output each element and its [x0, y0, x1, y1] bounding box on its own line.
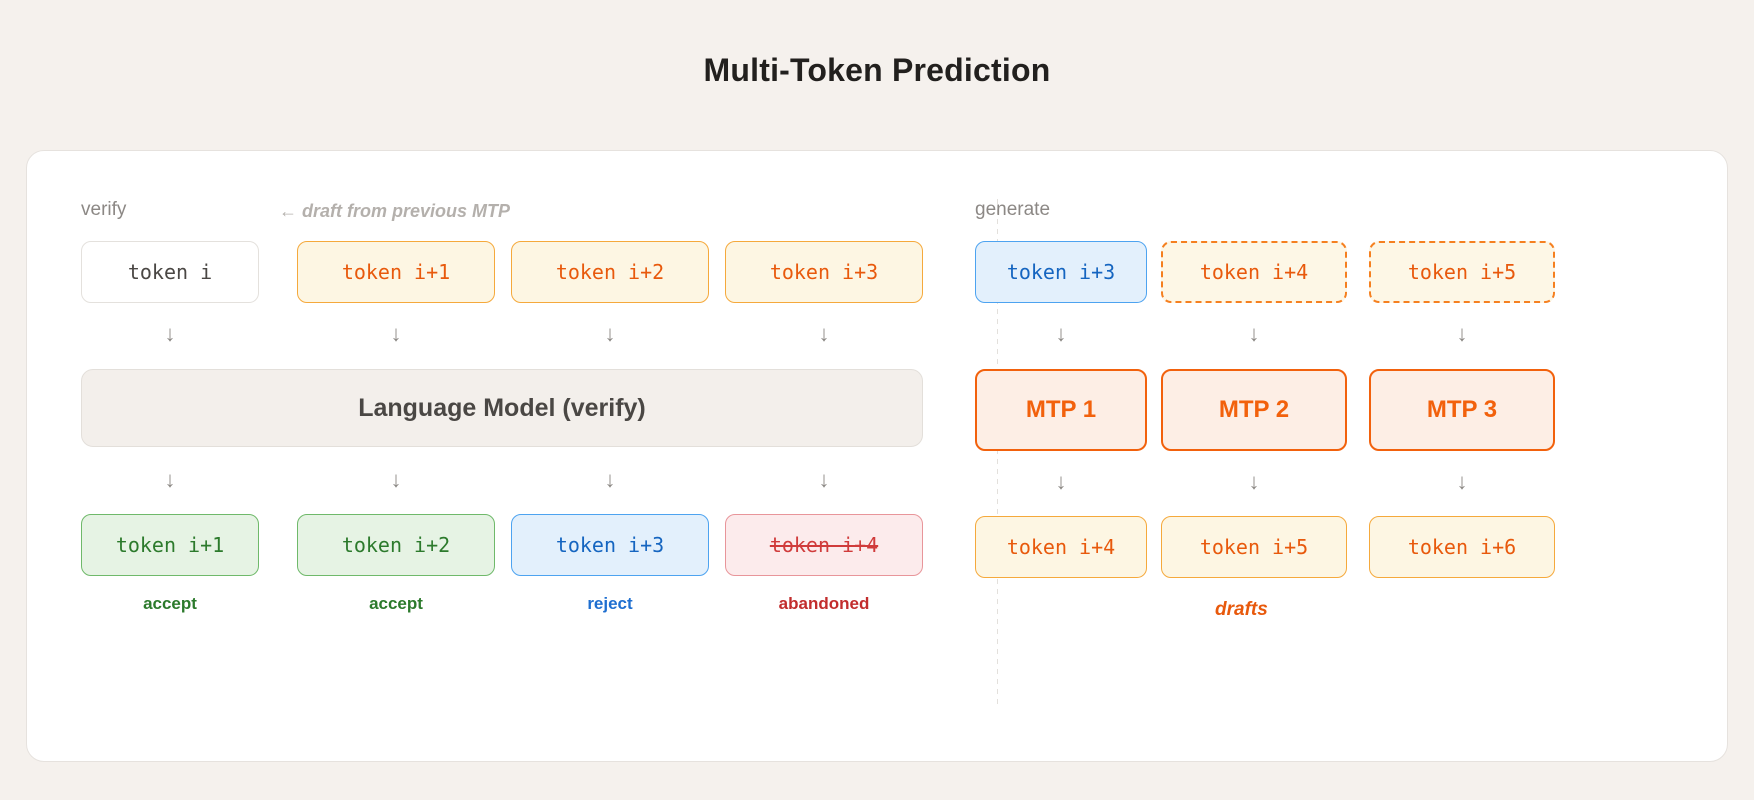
- generate-input-token-1[interactable]: token i+4: [1161, 241, 1347, 303]
- generate-panel: generate token i+3 token i+4 token i+5 ↓…: [975, 151, 1729, 761]
- generate-panel-label: generate: [975, 199, 1051, 220]
- arrow-down-icon: ↓: [1248, 321, 1260, 346]
- verify-input-token-2[interactable]: token i+2: [511, 241, 709, 303]
- arrow-down-icon: ↓: [818, 467, 830, 492]
- mtp-head-1[interactable]: MTP 2: [1161, 369, 1347, 451]
- verify-input-token-0[interactable]: token i: [81, 241, 259, 303]
- arrow-down-icon: ↓: [1456, 469, 1468, 494]
- arrow-down-icon: ↓: [604, 321, 616, 346]
- generate-output-token-0[interactable]: token i+4: [975, 516, 1147, 578]
- generate-input-token-2[interactable]: token i+5: [1369, 241, 1555, 303]
- drafts-caption: drafts: [1215, 599, 1268, 620]
- arrow-down-icon: ↓: [164, 467, 176, 492]
- status-badge-accept-1: accept: [369, 594, 423, 613]
- generate-output-token-1[interactable]: token i+5: [1161, 516, 1347, 578]
- mtp-head-2[interactable]: MTP 3: [1369, 369, 1555, 451]
- generate-input-token-0[interactable]: token i+3: [975, 241, 1147, 303]
- generate-output-token-2[interactable]: token i+6: [1369, 516, 1555, 578]
- arrow-down-icon: ↓: [818, 321, 830, 346]
- verify-input-token-3[interactable]: token i+3: [725, 241, 923, 303]
- arrow-down-icon: ↓: [390, 321, 402, 346]
- panels-container: verify ← draft from previous MTP token i…: [27, 151, 1727, 761]
- language-model-bar[interactable]: Language Model (verify): [81, 369, 923, 447]
- arrow-down-icon: ↓: [1055, 321, 1067, 346]
- mtp-head-0[interactable]: MTP 1: [975, 369, 1147, 451]
- status-badge-accept-0: accept: [143, 594, 197, 613]
- arrow-down-icon: ↓: [1248, 469, 1260, 494]
- draft-source-hint: ← draft from previous MTP: [279, 201, 511, 221]
- arrow-down-icon: ↓: [1055, 469, 1067, 494]
- arrow-down-icon: ↓: [604, 467, 616, 492]
- verify-panel: verify ← draft from previous MTP token i…: [27, 151, 997, 761]
- diagram-card: verify ← draft from previous MTP token i…: [26, 150, 1728, 762]
- verify-input-token-1[interactable]: token i+1: [297, 241, 495, 303]
- panel-divider: [997, 199, 998, 707]
- page-title: Multi-Token Prediction: [703, 52, 1051, 88]
- verify-output-token-1[interactable]: token i+2: [297, 514, 495, 576]
- verify-output-token-0[interactable]: token i+1: [81, 514, 259, 576]
- verify-output-token-3[interactable]: token i+4: [725, 514, 923, 576]
- verify-output-token-2[interactable]: token i+3: [511, 514, 709, 576]
- arrow-down-icon: ↓: [1456, 321, 1468, 346]
- arrow-down-icon: ↓: [164, 321, 176, 346]
- status-badge-reject: reject: [587, 594, 633, 613]
- verify-panel-label: verify: [81, 199, 127, 220]
- arrow-down-icon: ↓: [390, 467, 402, 492]
- status-badge-abandoned: abandoned: [778, 594, 870, 613]
